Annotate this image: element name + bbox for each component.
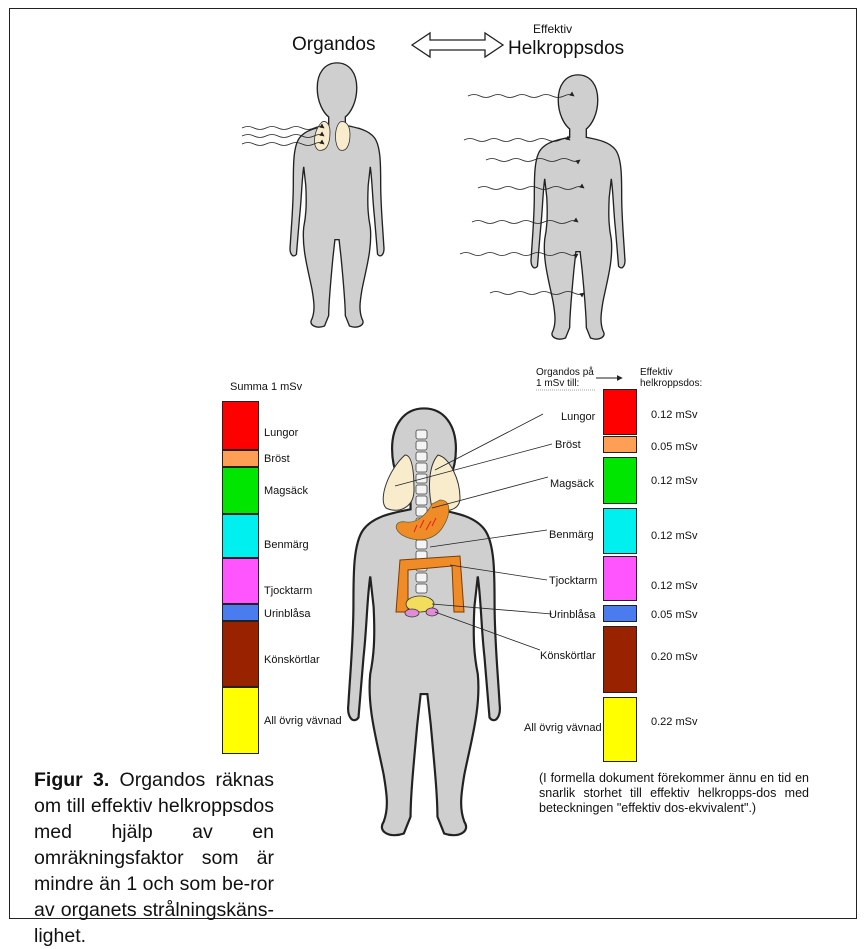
left-label-brost: Bröst <box>264 453 290 465</box>
right-bar-ovrig <box>603 697 637 762</box>
right-organ-brost: Bröst <box>555 439 581 451</box>
caption-text: Organdos räknas om till effektiv helkrop… <box>34 769 274 947</box>
right-bar-tjocktarm <box>603 556 637 601</box>
caption-label: Figur 3. <box>34 769 109 791</box>
organ-dose-figure <box>290 63 384 327</box>
left-label-urinblasa: Urinblåsa <box>264 608 310 620</box>
left-bar-benmarg <box>222 514 259 558</box>
left-label-lungor: Lungor <box>264 427 298 439</box>
left-bar-brost <box>222 450 259 467</box>
figure-caption: Figur 3. Organdos räknas om till effekti… <box>34 767 274 949</box>
footnote: (I formella dokument förekommer ännu en … <box>539 771 809 816</box>
large-body-figure <box>348 408 500 835</box>
value-ovrig: 0.22 mSv <box>651 716 697 728</box>
organ-dose-heading: Organdos <box>292 34 375 56</box>
left-bar-lungor <box>222 401 259 450</box>
left-bar-urinblasa <box>222 604 259 621</box>
value-konskortlar: 0.20 mSv <box>651 651 697 663</box>
left-bar-tjocktarm <box>222 558 259 604</box>
right-header-organ: Organdos på 1 mSv till: <box>536 367 596 389</box>
right-bar-lungor <box>603 389 637 435</box>
right-bar-brost <box>603 436 637 453</box>
right-bar-urinblasa <box>603 605 637 622</box>
right-bar-benmarg <box>603 508 637 554</box>
left-label-konskortlar: Könskörtlar <box>264 654 320 666</box>
left-bar-magsack <box>222 467 259 514</box>
gonads-icon <box>405 609 419 617</box>
right-bar-magsack <box>603 457 637 504</box>
left-bar-konskortlar <box>222 621 259 687</box>
left-label-ovrig: All övrig vävnad <box>264 715 342 727</box>
right-organ-tjocktarm: Tjocktarm <box>549 575 597 587</box>
right-organ-konskortlar: Könskörtlar <box>540 650 596 662</box>
effective-dose-heading: Helkroppsdos <box>508 38 624 60</box>
right-bar-konskortlar <box>603 626 637 693</box>
left-bar-ovrig <box>222 687 259 754</box>
effective-dose-figure <box>531 75 625 339</box>
right-organ-urinblasa: Urinblåsa <box>549 609 595 621</box>
right-header-effective: Effektiv helkroppsdos: <box>640 367 710 389</box>
right-organ-lungor: Lungor <box>561 411 595 423</box>
right-organ-benmarg: Benmärg <box>549 529 594 541</box>
value-urinblasa: 0.05 mSv <box>651 609 697 621</box>
double-arrow-icon <box>412 33 503 57</box>
value-lungor: 0.12 mSv <box>651 409 697 421</box>
value-tjocktarm: 0.12 mSv <box>651 580 697 592</box>
value-benmarg: 0.12 mSv <box>651 530 697 542</box>
effective-small-heading: Effektiv <box>533 22 572 36</box>
gonads-icon-2 <box>426 608 438 616</box>
left-scale-title: Summa 1 mSv <box>230 381 302 393</box>
left-label-tjocktarm: Tjocktarm <box>264 585 312 597</box>
left-label-magsack: Magsäck <box>264 485 308 497</box>
value-magsack: 0.12 mSv <box>651 475 697 487</box>
right-organ-magsack: Magsäck <box>550 478 594 490</box>
left-label-benmarg: Benmärg <box>264 539 309 551</box>
right-organ-ovrig: All övrig vävnad <box>524 722 602 734</box>
value-brost: 0.05 mSv <box>651 441 697 453</box>
